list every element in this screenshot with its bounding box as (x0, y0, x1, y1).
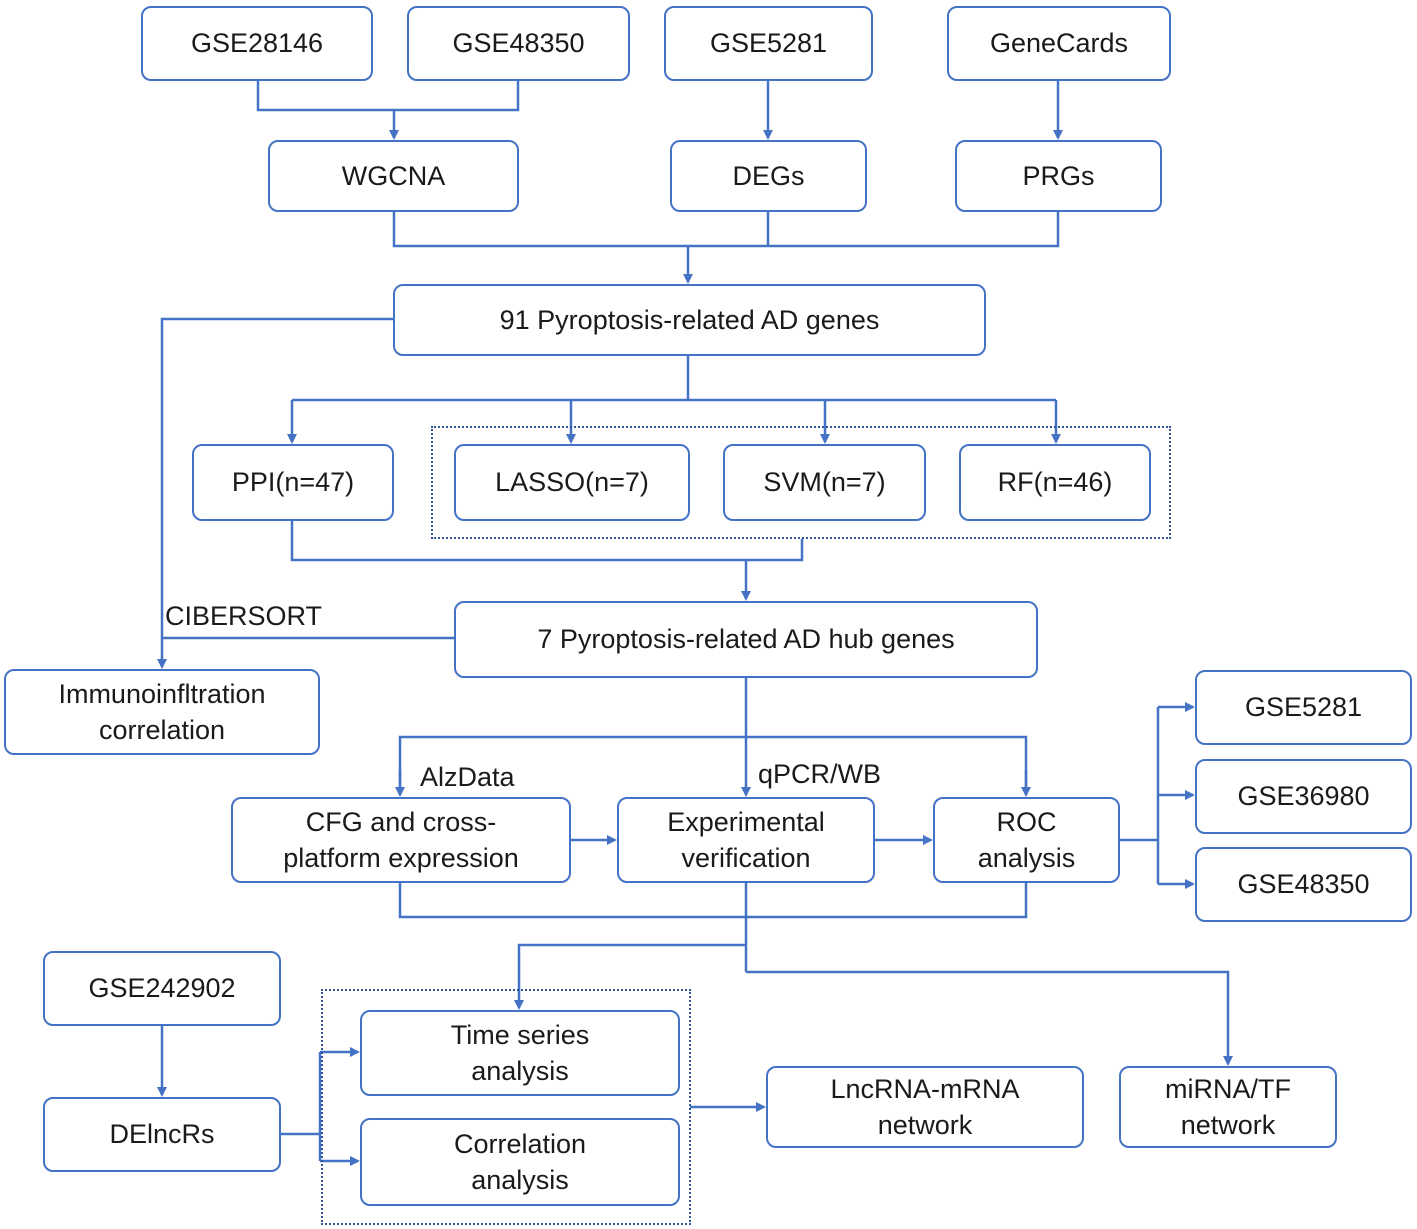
node-correlation-line-1: Correlation (453, 1128, 587, 1159)
node-gse48350-top: GSE48350 (407, 6, 630, 81)
node-gse5281-right: GSE5281 (1195, 670, 1412, 745)
node-mirna-network-line-1: miRNA/TF (1165, 1073, 1291, 1104)
label-alzdata: AlzData (420, 762, 515, 792)
node-prgs: PRGs (955, 140, 1162, 212)
node-time-series-line-1: Time series (450, 1019, 590, 1050)
node-cfg-line-2: platform expression (283, 843, 519, 873)
node-mirna-network-line-2: network (1180, 1110, 1276, 1140)
edge-cfg-roc-bottom-merge (398, 882, 1028, 919)
node-ppi: PPI(n=47) (192, 444, 394, 521)
label-cibersort: CIBERSORT (165, 601, 323, 631)
node-wgcna: WGCNA (268, 140, 519, 212)
node-cfg: CFG and cross- platform expression (231, 797, 571, 883)
node-cfg-line-1: CFG and cross- (305, 806, 497, 837)
edge-to-mirna-network (746, 970, 1233, 1066)
node-roc-line-1: ROC (996, 806, 1057, 837)
node-time-series: Time series analysis (360, 1010, 680, 1096)
edge-wgcna-degs-prgs-merge (392, 211, 1060, 248)
edge-gse28146-gse48350-to-wgcna (256, 80, 520, 112)
node-immunoinfiltration: Immunoinfltration correlation (4, 669, 320, 755)
node-degs: DEGs (670, 140, 867, 212)
node-lncrna-network-line-2: network (877, 1110, 973, 1140)
node-mirna-network: miRNA/TF network (1119, 1066, 1337, 1148)
node-genecards: GeneCards (947, 6, 1171, 81)
node-time-series-line-2: analysis (471, 1056, 569, 1086)
ml-methods-group (431, 426, 1171, 539)
node-immunoinfiltration-line-1: Immunoinfltration (58, 678, 266, 709)
node-roc: ROC analysis (933, 797, 1120, 883)
node-experimental: Experimental verification (617, 797, 875, 883)
node-gse5281-top: GSE5281 (664, 6, 873, 81)
label-qpcr-wb: qPCR/WB (758, 759, 882, 789)
node-experimental-line-2: verification (681, 843, 811, 873)
node-lncrna-network: LncRNA-mRNA network (766, 1066, 1084, 1148)
edge-ad-genes-to-immuno (157, 317, 394, 669)
node-gse36980: GSE36980 (1195, 759, 1412, 834)
node-delncrs: DElncRs (43, 1097, 281, 1172)
node-lasso: LASSO(n=7) (454, 444, 690, 521)
node-gse242902: GSE242902 (43, 951, 281, 1026)
node-ad-genes: 91 Pyroptosis-related AD genes (393, 284, 986, 356)
node-immunoinfiltration-line-2: correlation (98, 715, 226, 745)
node-rf: RF(n=46) (959, 444, 1151, 521)
node-gse28146: GSE28146 (141, 6, 373, 81)
node-svm: SVM(n=7) (723, 444, 926, 521)
node-hub-genes: 7 Pyroptosis-related AD hub genes (454, 601, 1038, 678)
node-experimental-line-1: Experimental (667, 806, 825, 837)
lncrna-analysis-group (321, 989, 691, 1225)
edge-validation-bus (398, 735, 1028, 795)
node-correlation: Correlation analysis (360, 1118, 680, 1206)
node-correlation-line-2: analysis (471, 1165, 569, 1195)
node-lncrna-network-line-1: LncRNA-mRNA (830, 1073, 1020, 1104)
edge-to-time-series (514, 943, 746, 1010)
edge-ppi-ml-merge (290, 520, 804, 562)
node-roc-line-2: analysis (977, 843, 1076, 873)
node-gse48350-right: GSE48350 (1195, 847, 1412, 922)
